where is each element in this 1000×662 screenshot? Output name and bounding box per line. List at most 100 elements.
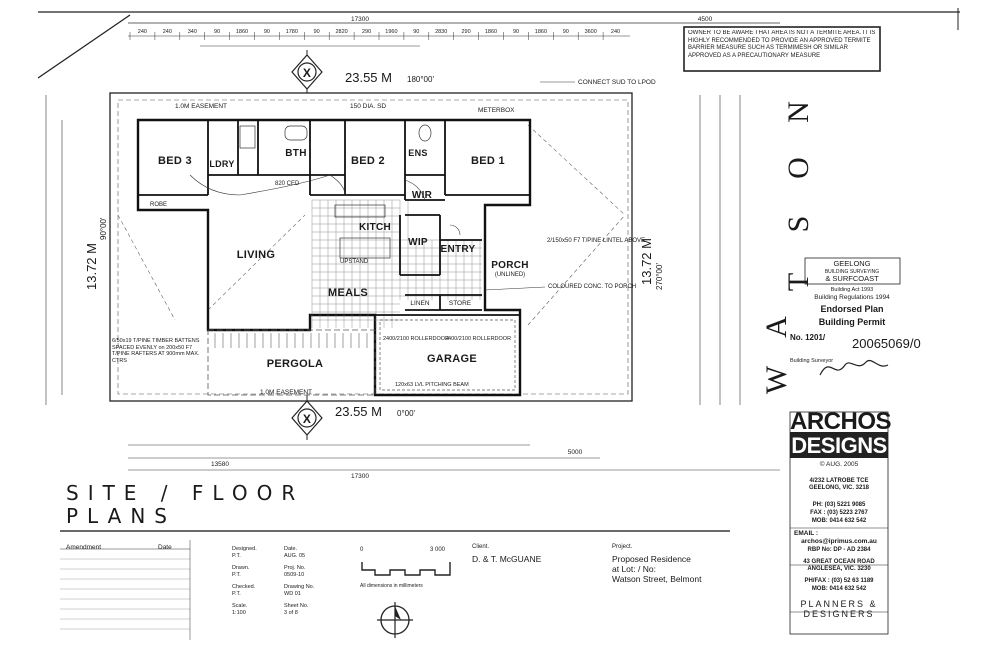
dim-row2-label: 1860 — [535, 29, 547, 35]
amendment-rows — [60, 558, 190, 630]
amendment-date-label: Date — [158, 544, 172, 551]
garage-slab — [379, 319, 516, 391]
side-right-length: 13.72 M — [639, 238, 654, 285]
client-block: Client. D. & T. McGUANE — [472, 544, 541, 564]
dim-row2-label: 90 — [563, 29, 569, 35]
company-phone-fax: PH/FAX : (03) 52 63 1189 — [804, 578, 874, 584]
robe-a-label: ROBE — [150, 202, 167, 208]
bearing-bottom-degrees: 0°00' — [397, 409, 416, 418]
interior-walls — [138, 120, 530, 331]
dim-row2-label: 90 — [413, 29, 419, 35]
pergola-outline — [207, 329, 376, 396]
dim-row2-label: 90 — [214, 29, 220, 35]
drawing-title-line2: PLANS — [66, 504, 176, 528]
company-name-line1: ARCHOS — [790, 408, 892, 435]
side-left-length: 13.72 M — [84, 243, 99, 290]
bearing-top-degrees: 180°00' — [407, 75, 434, 84]
room-kitchen: KITCH — [359, 222, 391, 233]
section-marker-top: X — [291, 50, 323, 93]
dim-row2-label: 3600 — [585, 29, 597, 35]
room-laundry: LDRY — [209, 159, 234, 169]
room-ensuite: ENS — [408, 148, 427, 158]
room-porch: PORCH — [491, 260, 529, 271]
dim-row2-label: 1780 — [286, 29, 298, 35]
stamp-line3: & SURFCOAST — [825, 274, 879, 283]
upstand-label: UPSTAND — [340, 259, 369, 265]
ced-label: 820 CED — [275, 181, 300, 187]
bath-icon — [284, 125, 308, 141]
easement-line — [117, 99, 629, 395]
street-name-watson: N O S T A W — [760, 101, 815, 394]
sheet-number-label: Sheet No. — [284, 603, 309, 609]
dim-row2-label: 340 — [188, 29, 197, 35]
dim-row2-label: 240 — [138, 29, 147, 35]
room-garage: GARAGE — [427, 353, 477, 365]
room-living: LIVING — [237, 249, 275, 261]
room-meals: MEALS — [328, 287, 368, 299]
client-label: Client. — [472, 544, 490, 550]
dim-bottom-overall: 17300 — [351, 473, 369, 480]
stormwater-label: 150 DIA. SD — [350, 103, 386, 110]
dim-row2-label: 290 — [462, 29, 471, 35]
project-line2: at Lot: / No: — [612, 564, 656, 574]
dim-row2-label: 2830 — [435, 29, 447, 35]
dim-row2-label: 1860 — [485, 29, 497, 35]
room-wir: WIR — [412, 190, 433, 201]
coloured-concrete-leader — [484, 286, 546, 291]
date-label: Date. — [284, 546, 298, 552]
side-right-degrees: 270°00' — [655, 263, 664, 290]
stamp-line7: Building Permit — [819, 317, 886, 327]
project-line1: Proposed Residence — [612, 554, 691, 564]
rollerdoor-b-note: 2400/2100 ROLLERDOOR — [445, 336, 511, 342]
company-fax: FAX : (03) 5223 2767 — [810, 510, 868, 516]
company-name-line2: DESIGNS — [791, 433, 887, 458]
stamp-line6: Endorsed Plan — [820, 304, 883, 314]
designed-label: Designed. — [232, 546, 257, 552]
company-copyright: © AUG. 2005 — [819, 461, 859, 468]
checked-label: Checked. — [232, 584, 256, 590]
section-marker-bottom: X — [291, 395, 323, 440]
scale-label: Scale. — [232, 603, 248, 609]
stamp-line4: Building Act 1993 — [831, 287, 874, 293]
meterbox-label: METERBOX — [478, 107, 515, 114]
lintel-note: 2/150x50 F7 T/PINE LINTEL ABOVE — [547, 238, 645, 244]
street-letter-n: N — [782, 101, 815, 123]
stamp-line2: BUILDING SURVEYING — [825, 269, 879, 275]
frame-diagonal — [37, 14, 131, 79]
dim-row2-label: 1860 — [236, 29, 248, 35]
project-label: Project. — [612, 544, 633, 550]
termite-note-box — [683, 26, 881, 72]
dim-row2-label: 240 — [611, 29, 620, 35]
amendment-header: Amendment — [66, 544, 101, 551]
dim-row2-label: 240 — [163, 29, 172, 35]
toilet-icon — [418, 124, 432, 142]
street-letter-s: S — [782, 216, 815, 233]
company-phone: PH: (03) 5221 9085 — [812, 502, 866, 508]
north-point-icon — [377, 602, 413, 638]
company-address-1: 4/232 LATROBE TCE — [809, 478, 869, 484]
amendment-date-header: Date — [158, 544, 172, 551]
company-tagline-2: DESIGNERS — [803, 609, 875, 619]
dim-right-label: 4500 — [698, 16, 713, 23]
battens-note: 6/50x19 T/PINE TIMBER BATTENS SPACED EVE… — [112, 338, 200, 364]
coloured-concrete-note: COLOURED CONC. TO PORCH — [548, 284, 636, 290]
site-boundary — [109, 92, 633, 402]
sheet-number-value: 3 of 8 — [284, 609, 298, 616]
dim-row2-label: 90 — [513, 29, 519, 35]
company-address-2: GEELONG, VIC. 3218 — [808, 485, 870, 491]
stamp-line1: GEELONG — [833, 259, 870, 268]
drawing-number-label: Drawing No. — [284, 584, 315, 590]
street-letter-o: O — [782, 157, 815, 179]
dim-overall-label: 17300 — [351, 16, 369, 23]
battens-note-box: 6/50x19 T/PINE TIMBER BATTENS SPACED EVE… — [112, 338, 200, 364]
dim-row2-label: 1960 — [385, 29, 397, 35]
company-branding: ARCHOS DESIGNS © AUG. 2005 4/232 LATROBE… — [790, 408, 892, 620]
pitching-beam-note: 120x63 LVL PITCHING BEAM — [395, 382, 469, 388]
house-outline — [136, 118, 532, 397]
bearing-top: 23.55 M — [345, 70, 392, 85]
door-swings — [189, 174, 461, 236]
street-letter-a: A — [760, 316, 793, 338]
dim-row2-label: 90 — [314, 29, 320, 35]
